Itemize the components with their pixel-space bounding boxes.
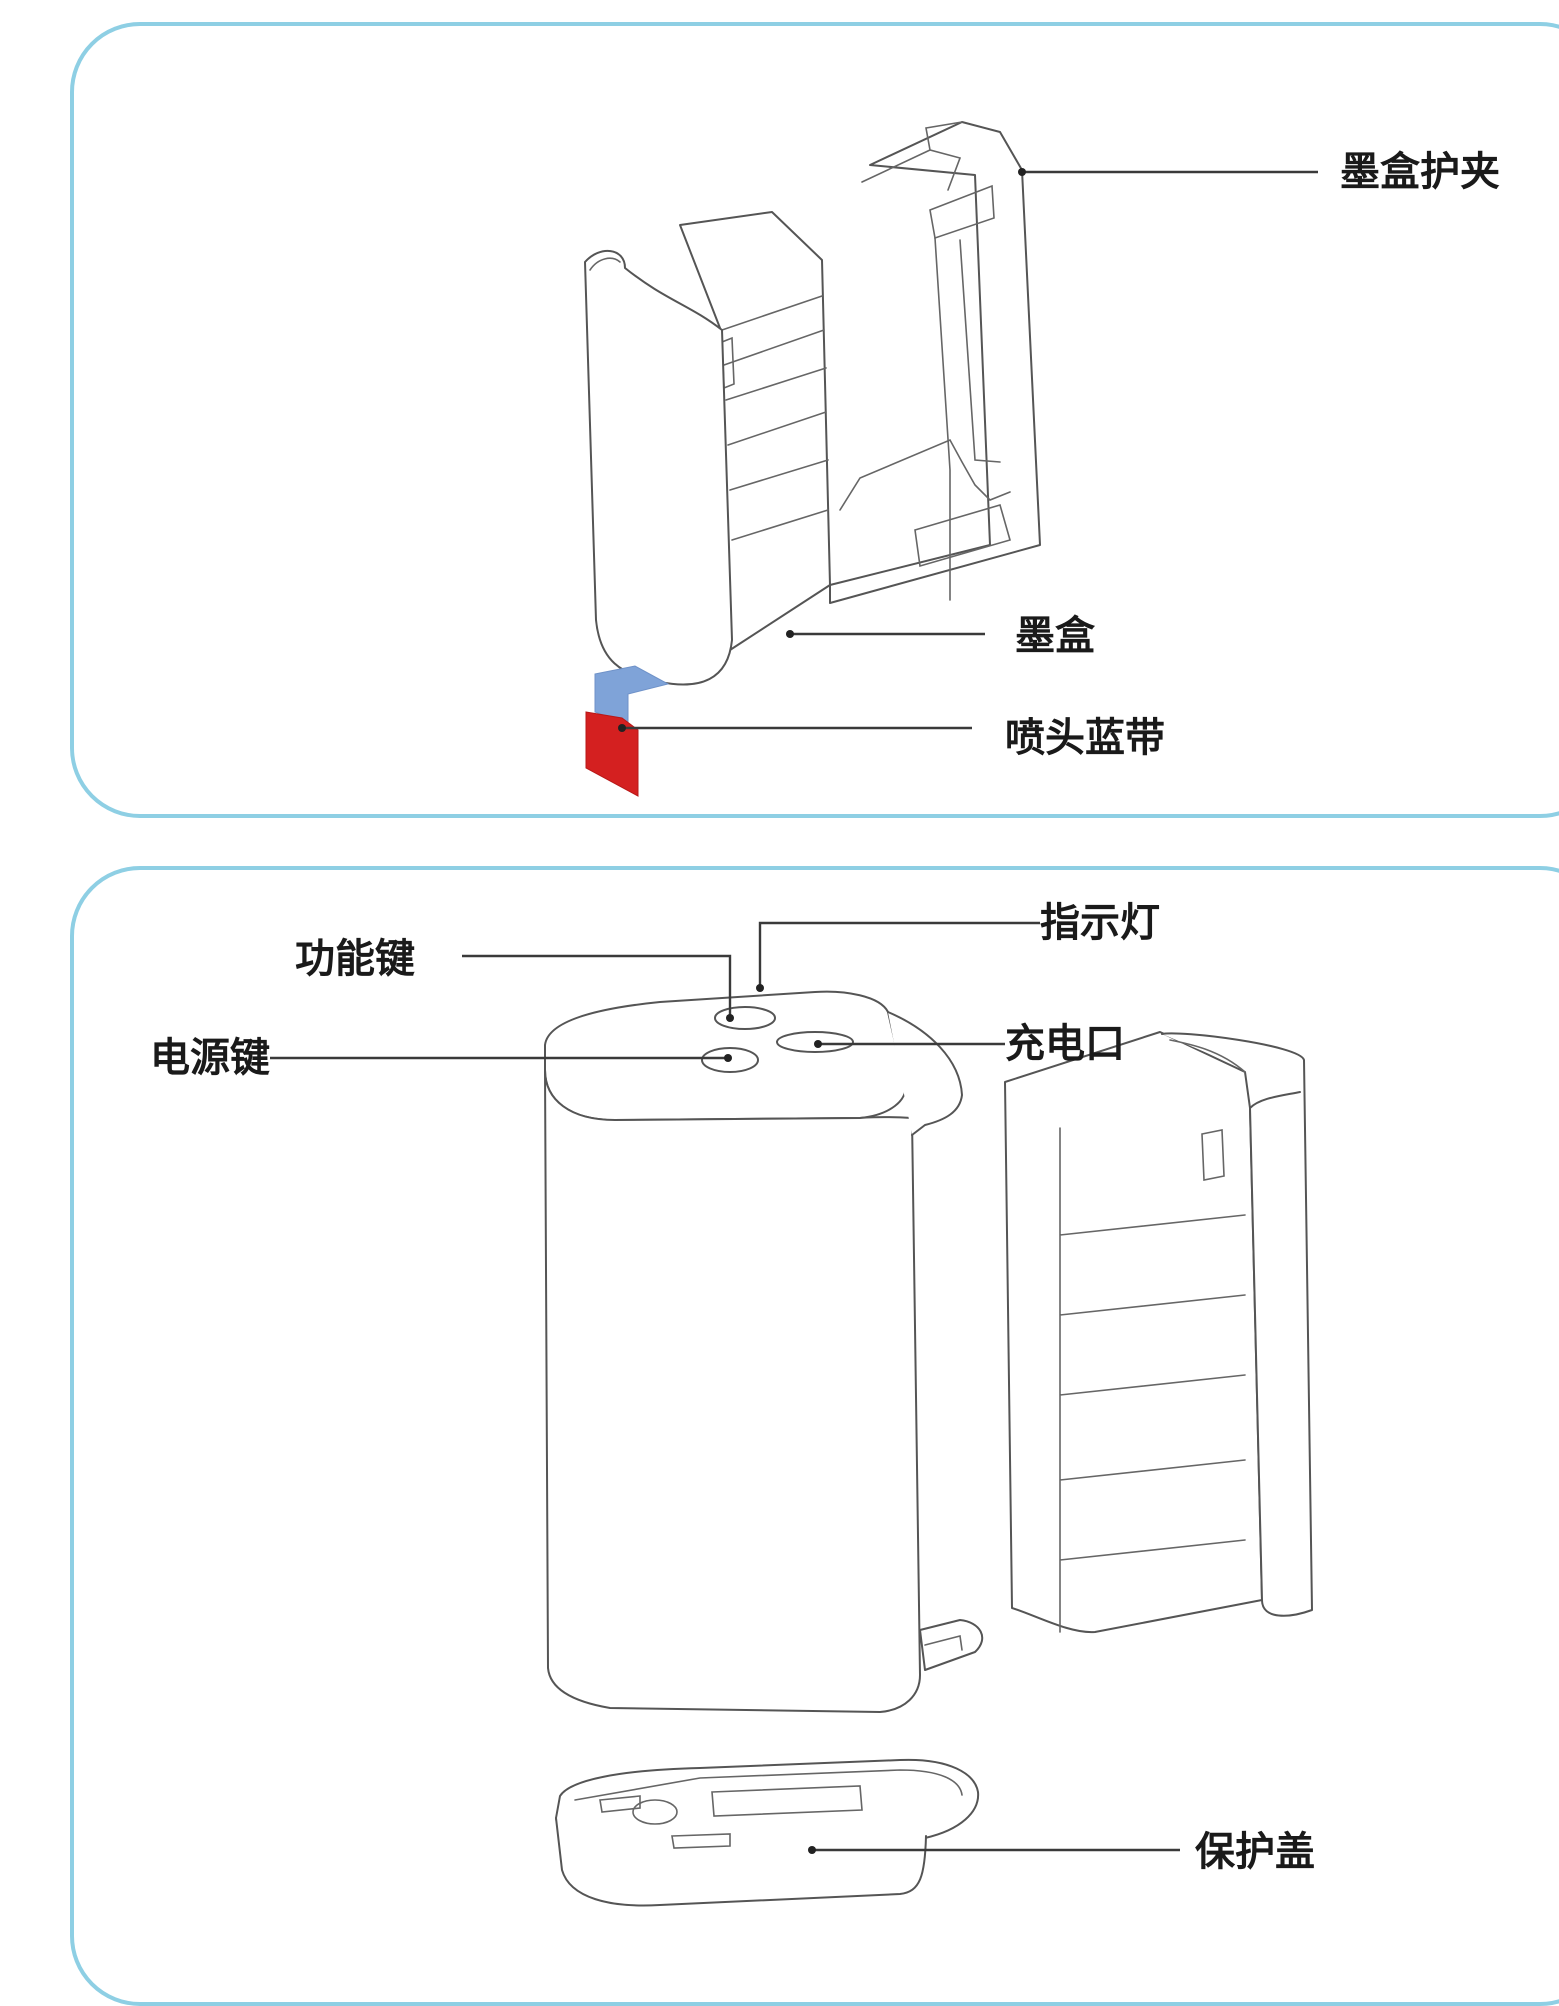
label-charge-port: 充电口	[1005, 1021, 1125, 1067]
label-indicator: 指示灯	[1040, 900, 1160, 946]
label-power-key: 电源键	[150, 1035, 270, 1081]
bottom-leader-lines	[270, 921, 1180, 1854]
label-nozzle-tape: 喷头蓝带	[1005, 715, 1165, 761]
label-ink-cartridge: 墨盒	[1015, 613, 1095, 659]
label-protective-cover: 保护盖	[1195, 1829, 1315, 1875]
label-function-key: 功能键	[295, 936, 415, 982]
ink-cartridge-drawing	[584, 211, 831, 686]
ink-clip-drawing	[829, 121, 1041, 604]
diagram-canvas	[270, 121, 1318, 1907]
nozzle-tape	[585, 665, 670, 797]
cartridge-side-drawing	[1004, 1031, 1313, 1634]
label-ink-clip: 墨盒护夹	[1340, 149, 1500, 195]
printer-body-drawing	[544, 990, 984, 1713]
protective-cover-drawing	[555, 1758, 980, 1907]
top-leader-lines	[618, 168, 1318, 732]
top-panel	[70, 22, 1559, 818]
